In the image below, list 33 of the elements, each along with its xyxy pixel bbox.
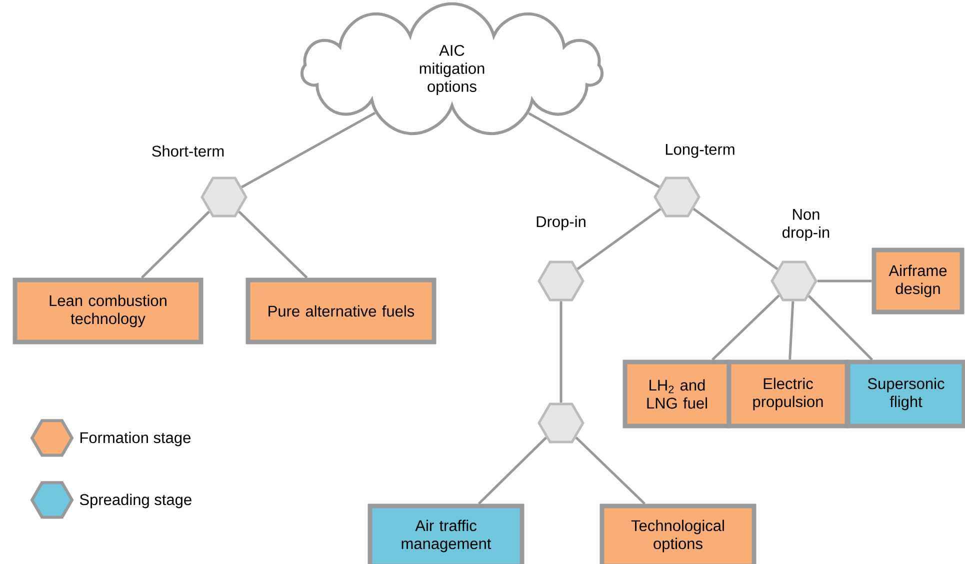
option-box: Electric propulsion xyxy=(726,360,850,428)
branch-label: Long-term xyxy=(666,144,734,158)
connector-line xyxy=(788,301,794,360)
hexagon-node xyxy=(770,260,818,302)
option-box: LH$_{2}$ and LNG fuel xyxy=(622,360,732,428)
connector-line xyxy=(528,112,660,188)
connector-line xyxy=(808,295,873,361)
connector-line xyxy=(238,210,308,279)
connector-line xyxy=(692,208,778,270)
connector-line xyxy=(817,280,872,282)
branch-label: Short-term xyxy=(152,145,224,157)
legend-label: Formation stage xyxy=(80,432,190,446)
option-box: Air traffic management xyxy=(368,504,524,564)
option-box: Airframe design xyxy=(872,248,964,314)
option-box: Technological options xyxy=(600,504,756,564)
connector-line xyxy=(712,294,780,361)
hexagon-node xyxy=(538,402,584,444)
branch-label: Non drop-in xyxy=(782,209,830,241)
option-box: Lean combustion technology xyxy=(12,278,204,344)
connector-line xyxy=(576,208,662,270)
hexagon-node xyxy=(538,260,584,302)
connector-line xyxy=(478,436,547,505)
connector-line xyxy=(575,436,646,505)
legend-label: Spreading stage xyxy=(80,494,192,508)
hexagon-node xyxy=(654,176,700,218)
connector-line xyxy=(560,301,562,403)
hexagon-node xyxy=(200,176,248,218)
connector-line xyxy=(241,112,376,188)
cloud-node: AIC mitigation options xyxy=(300,2,604,136)
option-box: Supersonic flight xyxy=(846,360,965,428)
option-box: Pure alternative fuels xyxy=(246,278,436,344)
connector-line xyxy=(140,210,210,279)
branch-label: Drop-in xyxy=(536,216,586,230)
